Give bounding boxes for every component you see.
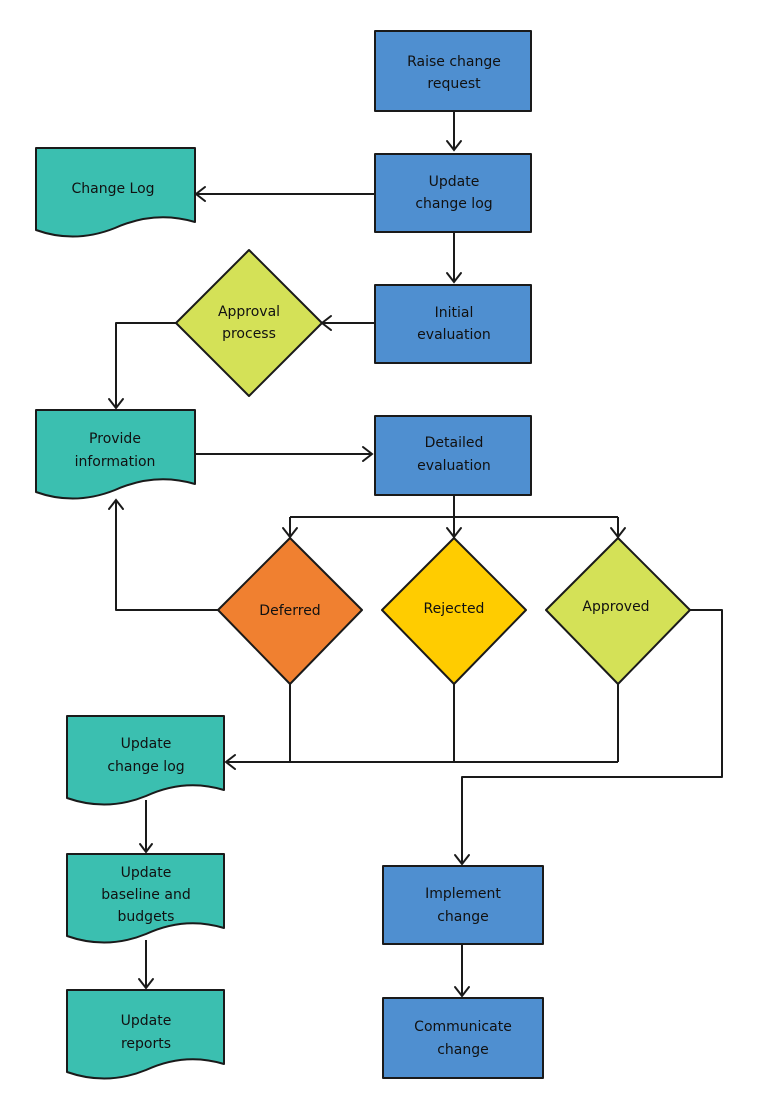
node-approval-process: Approval process <box>175 249 323 397</box>
arrowhead-icon <box>362 446 374 462</box>
document-shape <box>35 409 196 500</box>
node-initial-evaluation: Initial evaluation <box>374 284 532 364</box>
node-communicate-change: Communicate change <box>382 997 544 1079</box>
node-label: Approved <box>582 599 649 615</box>
node-rejected: Rejected <box>381 537 527 685</box>
node-approved: Approved <box>545 537 691 685</box>
process-shape <box>382 865 544 945</box>
node-label: request <box>427 76 481 92</box>
node-provide-information: Provide information <box>35 409 196 500</box>
process-shape <box>374 153 532 233</box>
node-label: Update <box>121 1013 172 1029</box>
node-change-log: Change Log <box>35 147 196 238</box>
arrowhead-icon <box>446 140 462 152</box>
node-label: change log <box>415 196 492 212</box>
node-label: Implement <box>425 886 501 902</box>
node-label: evaluation <box>417 327 491 343</box>
arrowhead-icon <box>610 527 626 539</box>
process-shape <box>374 284 532 364</box>
arrowhead-icon <box>224 754 236 770</box>
arrowhead-icon <box>454 986 470 998</box>
node-update-baseline-budgets: Update baseline and budgets <box>66 853 225 944</box>
node-label: Provide <box>89 431 141 447</box>
node-label: Update <box>121 865 172 881</box>
edges <box>108 112 723 998</box>
edge-decisions-to-update-log <box>226 684 619 763</box>
arrowhead-icon <box>138 978 154 990</box>
node-label: Deferred <box>259 603 320 619</box>
edge-approval-to-provide-info <box>115 322 176 408</box>
arrowhead-icon <box>139 843 153 854</box>
document-shape <box>66 853 225 944</box>
arrowhead-icon <box>446 272 462 284</box>
node-label: budgets <box>118 909 175 925</box>
node-update-change-log-bottom: Update change log <box>66 715 225 806</box>
node-detailed-evaluation: Detailed evaluation <box>374 415 532 496</box>
node-label: change <box>437 909 489 925</box>
node-raise-change-request: Raise change request <box>374 30 532 112</box>
node-label: Update <box>429 174 480 190</box>
node-update-change-log-top: Update change log <box>374 153 532 233</box>
node-label: Communicate <box>414 1019 512 1035</box>
process-shape <box>374 415 532 496</box>
decision-shape <box>217 537 363 685</box>
node-label: reports <box>121 1036 171 1052</box>
edge-detailed-eval-branch <box>289 496 619 537</box>
node-label: Change Log <box>71 181 154 197</box>
edge-approved-to-implement <box>461 609 723 864</box>
node-label: Raise change <box>407 54 501 70</box>
process-shape <box>382 997 544 1079</box>
arrowhead-icon <box>454 854 470 866</box>
node-label: Initial <box>435 305 474 321</box>
document-shape <box>66 715 225 806</box>
node-update-reports: Update reports <box>66 989 225 1080</box>
decision-shape <box>175 249 323 397</box>
arrowhead-icon <box>446 527 462 539</box>
node-label: evaluation <box>417 458 491 474</box>
arrowhead-icon <box>108 398 124 410</box>
node-label: change <box>437 1042 489 1058</box>
node-label: Rejected <box>424 601 485 617</box>
node-label: information <box>75 454 156 470</box>
node-deferred: Deferred <box>217 537 363 685</box>
node-label: change log <box>107 759 184 775</box>
node-label: process <box>222 326 276 342</box>
edge-deferred-to-provide-info <box>115 500 218 611</box>
decision-shape <box>545 537 691 685</box>
decision-shape <box>381 537 527 685</box>
process-shape <box>374 30 532 112</box>
node-label: baseline and <box>101 887 190 903</box>
node-implement-change: Implement change <box>382 865 544 945</box>
arrowhead-icon <box>108 498 124 510</box>
node-label: Detailed <box>425 435 484 451</box>
document-shape <box>35 147 196 238</box>
node-label: Update <box>121 736 172 752</box>
node-label: Approval <box>218 304 280 320</box>
document-shape <box>66 989 225 1080</box>
